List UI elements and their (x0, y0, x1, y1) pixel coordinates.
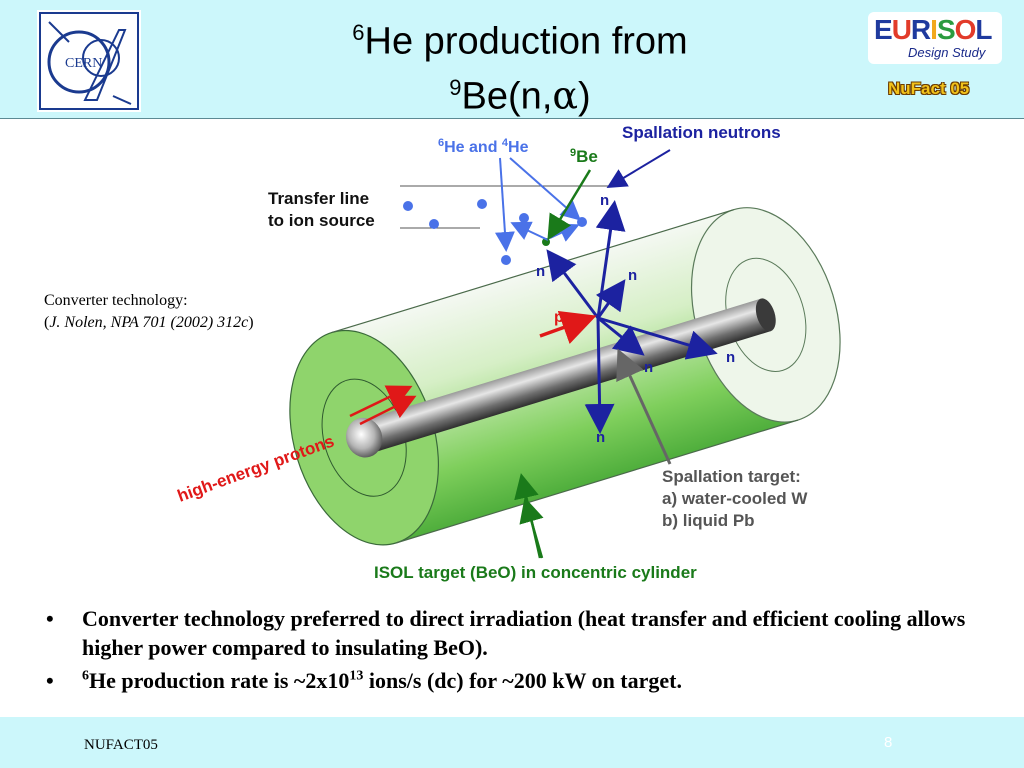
bullet-dot: • (46, 668, 54, 693)
neutron-label-2: n (536, 263, 545, 280)
be-label: 9Be (570, 147, 598, 166)
title-close-paren: ) (578, 75, 591, 118)
proton-arrows (349, 311, 597, 426)
spallation-neutrons-pointer (606, 149, 671, 189)
he-isotopes-label: 6He and 4He (438, 137, 529, 156)
nufact-badge: NuFact 05 (888, 79, 970, 98)
eurisol-letter: R (910, 14, 931, 45)
neutron-label-4: n (726, 349, 735, 366)
slide-title: 6He production from 9Be(n,α) (240, 10, 800, 119)
credit-line-1: Converter technology: (44, 292, 188, 309)
he-pointer-arrows (494, 157, 581, 252)
isol-target-pointers (514, 473, 544, 559)
spallation-target-pointer (616, 348, 672, 465)
isol-cylinder (289, 207, 841, 546)
spallation-target-label-2: a) water-cooled W (662, 489, 808, 508)
neutron-label-5: n (644, 359, 653, 376)
bullet-item-2: • 6He production rate is ~2x1013 ions/s … (44, 666, 974, 695)
eurisol-subtitle: Design Study (908, 45, 986, 60)
isol-target-label: ISOL target (BeO) in concentric cylinder (374, 563, 697, 582)
eurisol-letter: S (936, 14, 956, 45)
spallation-neutrons-label: Spallation neutrons (622, 123, 781, 142)
title-superscript-9: 9 (449, 74, 462, 100)
title-text-1: He production from (364, 20, 688, 63)
converter-credit: Converter technology: (J. Nolen, NPA 701… (44, 290, 254, 334)
eurisol-wordmark: EURISOL (874, 14, 993, 46)
bullet-list: • Converter technology preferred to dire… (44, 604, 974, 699)
isol-converter-diagram: 6He and 4He 9Be Spallation neutrons Tran… (175, 123, 841, 582)
proton-label: p (554, 309, 564, 326)
rod-end-cap (345, 417, 383, 458)
title-text-2: Be(n, (461, 75, 553, 118)
neutron-label-6: n (596, 429, 605, 446)
neutron-label-3: n (628, 267, 637, 284)
eurisol-letter: U (891, 14, 912, 45)
bullet-dot: • (46, 606, 54, 631)
eurisol-logo: EURISOL Design Study (868, 12, 1002, 64)
eurisol-letter: I (930, 14, 938, 45)
title-line-2: 9Be(n,α) (240, 65, 800, 120)
cern-logo: CERN (37, 10, 141, 112)
slide-number: 8 (884, 734, 893, 751)
cern-logo-text: CERN (65, 56, 102, 71)
footer-band: NUFACT05 8 (0, 717, 1024, 768)
title-line-1: 6He production from (240, 10, 800, 65)
neutron-arrows (546, 200, 718, 434)
header-band: CERN 6He production from 9Be(n,α) EURISO… (0, 0, 1024, 119)
bullet-text-1: Converter technology preferred to direct… (82, 606, 966, 660)
spallation-target-label-1: Spallation target: (662, 467, 801, 486)
credit-reference: J. Nolen, NPA 701 (2002) 312c (49, 314, 249, 331)
transfer-line (400, 185, 610, 265)
be-pointer-arrow (547, 169, 592, 241)
transfer-line-label-1: Transfer line (268, 189, 369, 208)
title-superscript-6: 6 (352, 20, 365, 45)
bullet-text-2: 6He production rate is ~2x1013 ions/s (d… (82, 668, 682, 693)
eurisol-letter: E (874, 14, 893, 45)
title-alpha: α (552, 73, 579, 118)
bullet-item-1: • Converter technology preferred to dire… (44, 604, 974, 662)
neutron-label-1: n (600, 192, 609, 209)
spallation-target-label-3: b) liquid Pb (662, 511, 755, 530)
credit-line-2: (J. Nolen, NPA 701 (2002) 312c) (44, 314, 254, 331)
footer-label: NUFACT05 (84, 737, 158, 753)
eurisol-letter: O (954, 14, 977, 45)
eurisol-letter: L (975, 14, 992, 45)
transfer-line-label-2: to ion source (268, 211, 375, 230)
